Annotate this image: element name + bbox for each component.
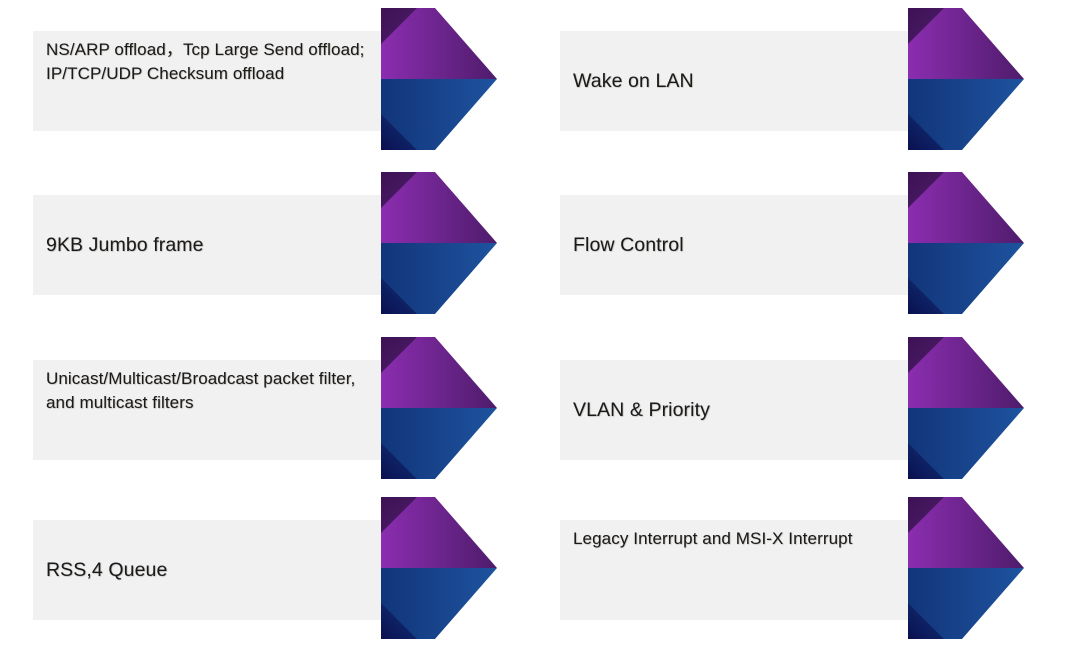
feature-label-vlan-priority: VLAN & Priority — [573, 398, 710, 421]
feature-chevron-item-interrupt[interactable]: Legacy Interrupt and MSI-X Interrupt — [527, 489, 1024, 651]
chevron-arrow-icon-rss-queue — [373, 497, 497, 639]
feature-label-rss-queue: RSS,4 Queue — [46, 558, 168, 581]
feature-label-plate: Unicast/Multicast/Broadcast packet filte… — [33, 360, 395, 460]
feature-label-plate: Flow Control — [560, 195, 922, 295]
feature-chevron-item-packet-filter[interactable]: Unicast/Multicast/Broadcast packet filte… — [0, 329, 497, 491]
feature-label-wake-on-lan: Wake on LAN — [573, 69, 694, 92]
feature-label-plate: NS/ARP offload，Tcp Large Send offload; I… — [33, 31, 395, 131]
feature-chevron-item-wake-on-lan[interactable]: Wake on LAN — [527, 0, 1024, 162]
feature-chevron-item-offload[interactable]: NS/ARP offload，Tcp Large Send offload; I… — [0, 0, 497, 162]
feature-label-packet-filter: Unicast/Multicast/Broadcast packet filte… — [46, 369, 356, 412]
chevron-arrow-icon-jumbo-frame — [373, 172, 497, 314]
feature-label-offload: NS/ARP offload，Tcp Large Send offload; I… — [46, 40, 365, 83]
feature-label-flow-control: Flow Control — [573, 233, 684, 256]
chevron-arrow-icon-wake-on-lan — [900, 8, 1024, 150]
feature-label-jumbo-frame: 9KB Jumbo frame — [46, 233, 204, 256]
chevron-arrow-icon-flow-control — [900, 172, 1024, 314]
chevron-arrow-icon-offload — [373, 8, 497, 150]
chevron-arrow-icon-interrupt — [900, 497, 1024, 639]
feature-label-interrupt: Legacy Interrupt and MSI-X Interrupt — [573, 529, 853, 548]
chevron-arrow-icon-vlan-priority — [900, 337, 1024, 479]
feature-chevron-item-flow-control[interactable]: Flow Control — [527, 164, 1024, 326]
feature-label-plate: Wake on LAN — [560, 31, 922, 131]
feature-chevron-item-vlan-priority[interactable]: VLAN & Priority — [527, 329, 1024, 491]
feature-chevron-item-rss-queue[interactable]: RSS,4 Queue — [0, 489, 497, 651]
feature-label-plate: Legacy Interrupt and MSI-X Interrupt — [560, 520, 922, 620]
feature-chevron-item-jumbo-frame[interactable]: 9KB Jumbo frame — [0, 164, 497, 326]
feature-label-plate: 9KB Jumbo frame — [33, 195, 395, 295]
feature-label-plate: VLAN & Priority — [560, 360, 922, 460]
chevron-arrow-icon-packet-filter — [373, 337, 497, 479]
feature-label-plate: RSS,4 Queue — [33, 520, 395, 620]
